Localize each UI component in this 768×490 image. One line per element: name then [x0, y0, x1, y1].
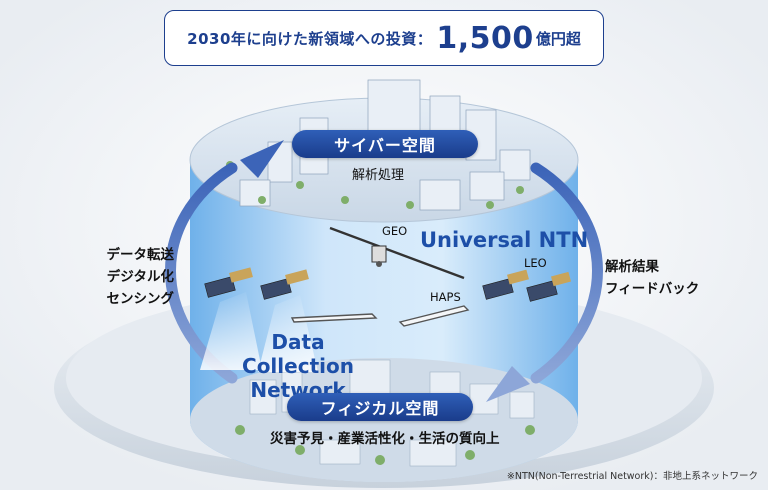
headline-amount: 1,500 [436, 20, 534, 56]
flow-left-item: デジタル化 [106, 269, 174, 285]
downward-flow-labels: 解析結果 フィードバック [605, 256, 725, 300]
data-collection-line1: Data Collection [242, 330, 354, 378]
collection-satellite-icon-2 [260, 269, 309, 300]
flow-right-item: フィードバック [605, 281, 700, 297]
upward-flow-labels: データ転送 デジタル化 センシング [66, 244, 175, 310]
geo-satellite-icon [329, 226, 465, 280]
left-flow-arrowhead [240, 140, 284, 178]
headline-unit: 億円超 [535, 29, 581, 48]
cyber-space-label: サイバー空間 [292, 130, 478, 158]
leo-label: LEO [524, 256, 547, 270]
physical-city-buildings [249, 359, 535, 467]
flow-right-item: 解析結果 [605, 259, 659, 275]
data-collection-network-label: Data Collection Network [223, 330, 373, 402]
footnote: ※NTN(Non-Terrestrial Network)：非地上系ネットワーク [506, 471, 758, 482]
uplink-beam-1 [200, 292, 262, 370]
haps-label: HAPS [430, 290, 461, 304]
haps-aircraft-icon [290, 305, 470, 327]
flow-left-item: データ転送 [106, 247, 175, 263]
leo-satellite-icon-1 [482, 269, 529, 300]
headline-prefix: 2030年に向けた新領域への投資： [187, 29, 433, 48]
flow-left-item: センシング [106, 291, 175, 307]
right-flow-arc [530, 162, 603, 384]
leo-satellite-icon-2 [526, 271, 571, 302]
left-flow-arc [165, 162, 238, 384]
physical-space-caption: 災害予見・産業活性化・生活の質向上 [270, 431, 500, 447]
universal-ntn-label: Universal NTN [420, 228, 589, 252]
geo-label: GEO [382, 224, 408, 238]
cyber-space-caption: 解析処理 [352, 168, 405, 183]
cyber-city-buildings [239, 79, 531, 211]
physical-space-label: フィジカル空間 [287, 393, 473, 421]
investment-headline: 2030年に向けた新領域への投資： 1,500 億円超 [164, 10, 604, 66]
collection-satellite-icon-1 [204, 267, 253, 298]
right-flow-arrowhead [486, 366, 530, 402]
uplink-beam-2 [258, 295, 318, 372]
